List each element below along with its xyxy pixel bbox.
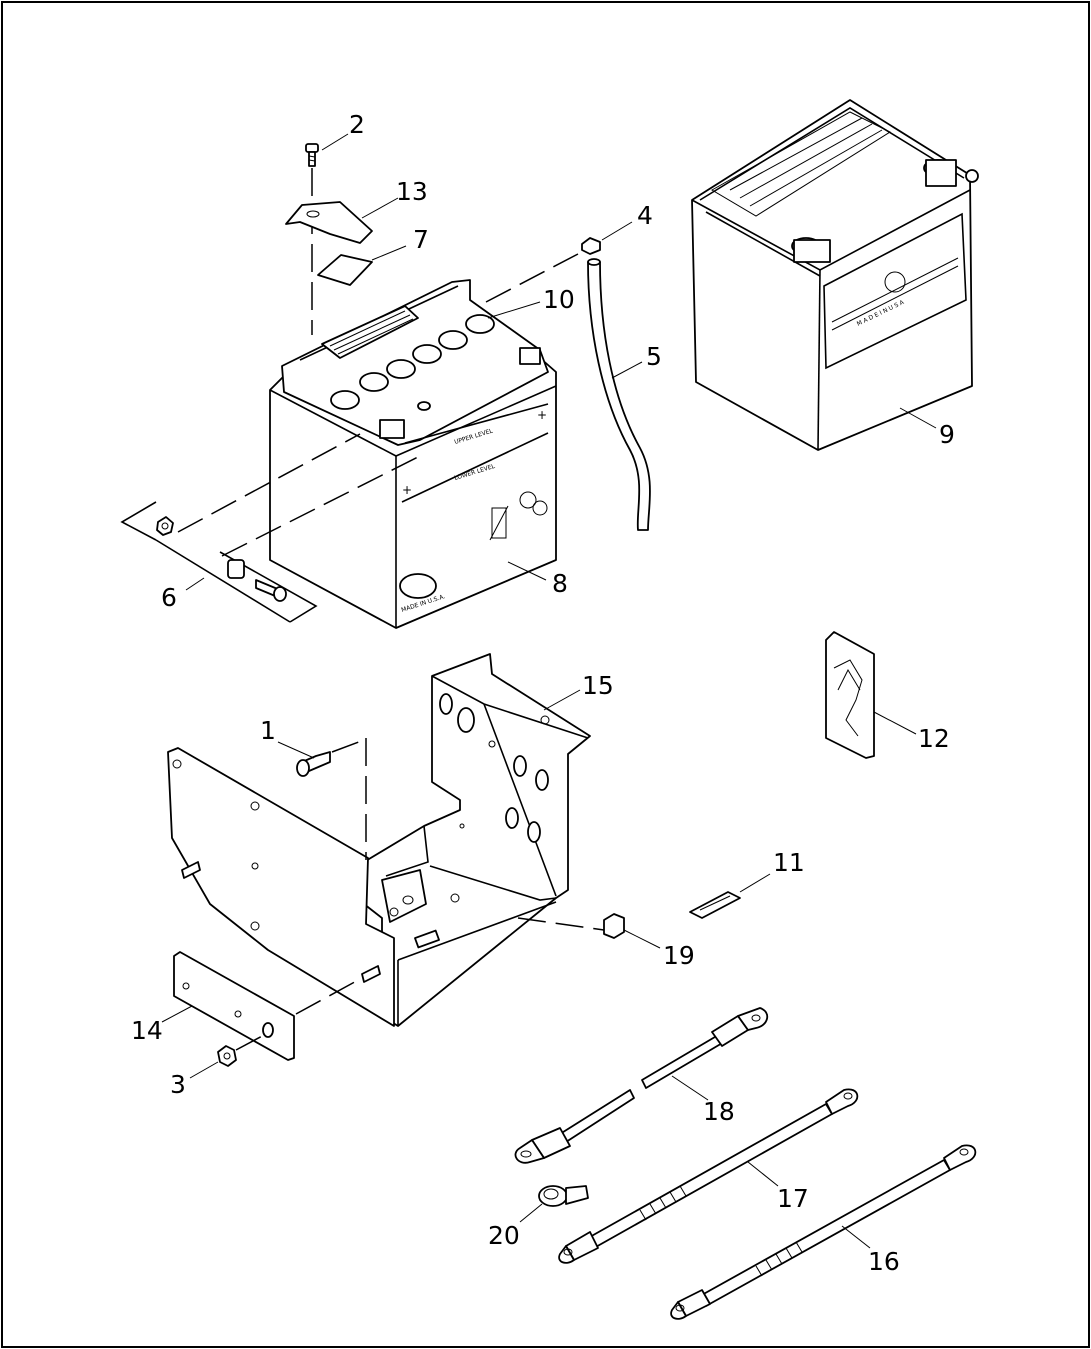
callout-11: 11 <box>773 848 805 877</box>
callout-17: 17 <box>777 1184 809 1213</box>
part-9-battery: M A D E I N U S A <box>691 99 979 451</box>
callout-9: 9 <box>939 420 955 449</box>
side-plate <box>167 747 399 1027</box>
callout-3: 3 <box>170 1070 186 1099</box>
leader-lines <box>161 133 937 1249</box>
callout-12: 12 <box>918 724 950 753</box>
callout-13: 13 <box>396 177 428 206</box>
part-17-cable <box>558 1088 859 1264</box>
callout-19: 19 <box>663 941 695 970</box>
callout-6: 6 <box>161 583 177 612</box>
part-1-bolt <box>296 738 367 860</box>
callout-18: 18 <box>703 1097 735 1126</box>
part-14-strap <box>173 951 363 1061</box>
callout-14: 14 <box>131 1016 163 1045</box>
part-3-nut <box>217 1033 267 1067</box>
callout-15: 15 <box>582 671 614 700</box>
part-18-cable <box>514 1007 769 1164</box>
battery-caps <box>330 314 495 410</box>
part-13-bracket <box>285 201 373 244</box>
callout-20: 20 <box>488 1221 520 1250</box>
part-15-tray <box>363 653 591 1027</box>
part-11-clip <box>689 891 741 919</box>
callout-5: 5 <box>646 342 662 371</box>
svg-text:+: + <box>537 408 547 422</box>
svg-text:+: + <box>402 483 412 497</box>
callout-7: 7 <box>413 225 429 254</box>
callout-numbers: 2 13 7 4 10 5 9 8 6 15 1 12 11 19 14 3 1… <box>131 110 955 1276</box>
part-12-decal <box>825 631 875 759</box>
part-19-spacer <box>517 913 625 939</box>
part-4-clip <box>485 237 601 303</box>
part-20-lug <box>538 1185 589 1207</box>
part-7-pad <box>317 254 373 286</box>
part-5-vent-tube <box>587 258 651 531</box>
callout-1: 1 <box>260 716 276 745</box>
callout-10: 10 <box>543 285 575 314</box>
part-2-screw <box>305 143 319 335</box>
callout-2: 2 <box>349 110 365 139</box>
part-6-hardware <box>120 433 421 623</box>
callout-16: 16 <box>868 1247 900 1276</box>
callout-8: 8 <box>552 569 568 598</box>
part-16-cable <box>670 1144 977 1320</box>
part-8-battery: UPPER LEVEL LOWER LEVEL + + MADE IN U.S.… <box>269 279 557 629</box>
callout-4: 4 <box>637 201 653 230</box>
